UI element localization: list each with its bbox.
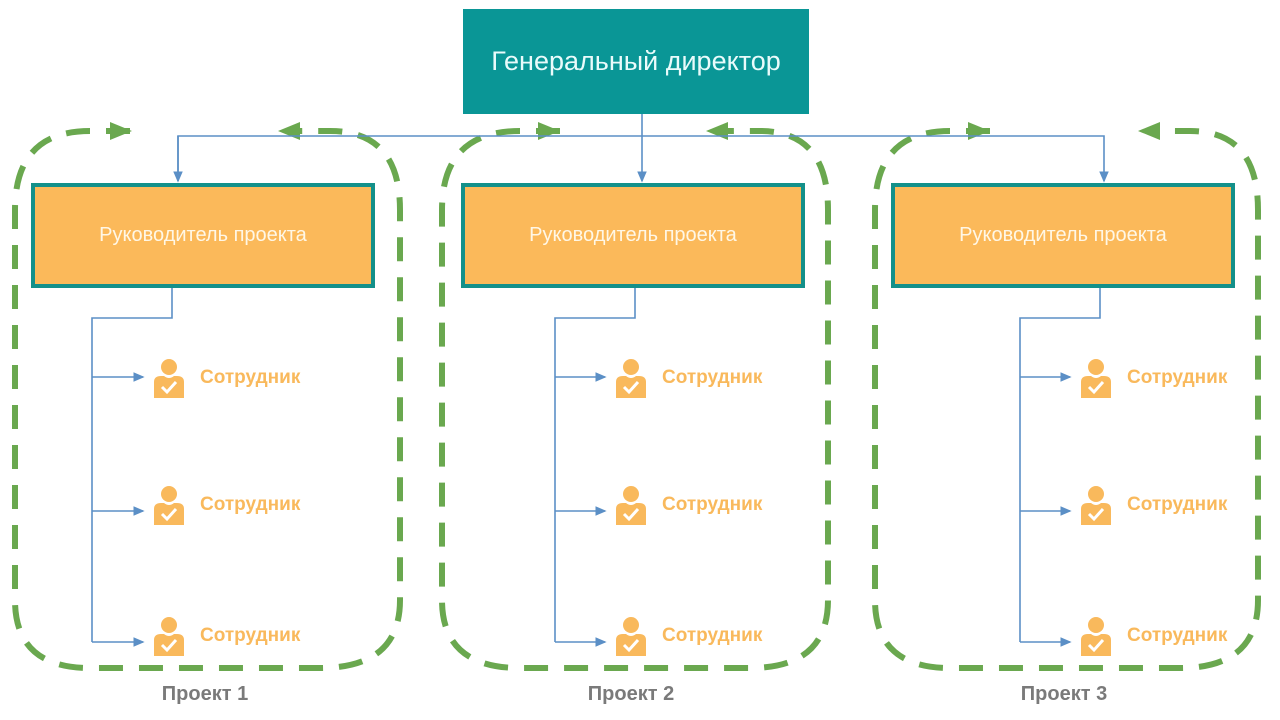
ceo-label: Генеральный директор	[491, 46, 781, 76]
user-check-icon	[154, 617, 184, 656]
user-check-icon	[616, 486, 646, 525]
team-connectors	[91, 288, 1101, 647]
employee-label: Сотрудник	[662, 367, 763, 388]
employee-item: Сотрудник	[152, 358, 300, 398]
project-manager-box-2: Руководитель проекта	[461, 183, 805, 288]
employee-label: Сотрудник	[1127, 625, 1228, 646]
user-check-icon	[1081, 617, 1111, 656]
manager-label: Руководитель проекта	[529, 224, 737, 246]
project-manager-box-1: Руководитель проекта	[31, 183, 375, 288]
employee-label: Сотрудник	[1127, 367, 1228, 388]
manager-label: Руководитель проекта	[99, 224, 307, 246]
employee-item: Сотрудник	[152, 485, 300, 525]
arrow-head-icon	[110, 122, 132, 140]
user-check-icon	[616, 617, 646, 656]
employee-label: Сотрудник	[200, 367, 301, 388]
employee-label: Сотрудник	[662, 625, 763, 646]
project-manager-box-3: Руководитель проекта	[891, 183, 1235, 288]
employee-item: Сотрудник	[614, 358, 762, 398]
user-check-icon	[154, 359, 184, 398]
project-label-3: Проект 3	[1020, 683, 1108, 705]
employee-item: Сотрудник	[1079, 616, 1227, 656]
arrow-head-icon	[538, 122, 560, 140]
project-label-2: Проект 2	[587, 683, 675, 705]
employee-label: Сотрудник	[200, 625, 301, 646]
user-check-icon	[616, 359, 646, 398]
user-check-icon	[1081, 359, 1111, 398]
project-label-1: Проект 1	[161, 683, 249, 705]
employee-item: Сотрудник	[1079, 358, 1227, 398]
employee-label: Сотрудник	[200, 494, 301, 515]
ceo-connectors	[173, 114, 1109, 183]
employee-item: Сотрудник	[1079, 485, 1227, 525]
user-check-icon	[1081, 486, 1111, 525]
arrow-head-icon	[278, 122, 300, 140]
employee-item: Сотрудник	[614, 616, 762, 656]
arrow-head-icon	[1138, 122, 1160, 140]
employee-label: Сотрудник	[662, 494, 763, 515]
employee-item: Сотрудник	[152, 616, 300, 656]
employee-item: Сотрудник	[614, 485, 762, 525]
employee-label: Сотрудник	[1127, 494, 1228, 515]
manager-label: Руководитель проекта	[959, 224, 1167, 246]
ceo-box: Генеральный директор	[463, 9, 809, 114]
arrow-head-icon	[968, 122, 990, 140]
arrow-head-icon	[706, 122, 728, 140]
user-check-icon	[154, 486, 184, 525]
